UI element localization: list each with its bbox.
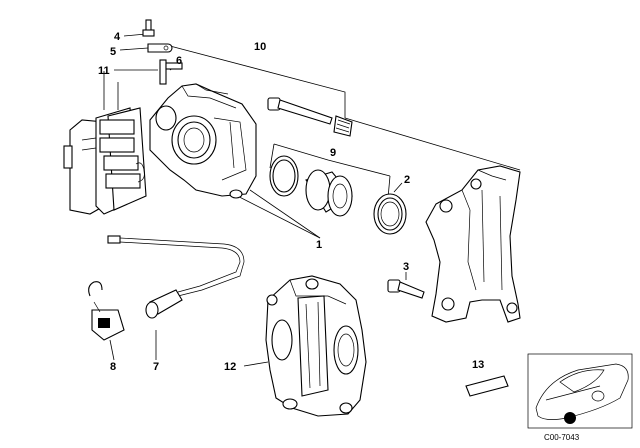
- wheel-position-marker: [564, 412, 576, 424]
- reference-code: C00-7043: [544, 433, 580, 442]
- carrier-bolt: [387, 279, 425, 299]
- callout-labels: 4 5 6 10 11 9 2 1 3 8 7 12 13: [98, 31, 484, 373]
- callout-10: 10: [254, 41, 266, 53]
- lubricant-sachet: [465, 375, 509, 397]
- caliper-housing: [149, 83, 257, 199]
- wear-sensor-connector: [145, 289, 183, 319]
- dust-cap-part-5: [147, 43, 173, 53]
- callout-4: 4: [114, 31, 121, 43]
- guide-pin: [267, 97, 333, 125]
- callout-3: 3: [403, 261, 409, 273]
- vehicle-location-inset: [527, 353, 633, 429]
- callout-6: 6: [176, 55, 182, 67]
- guide-sleeve: [333, 115, 353, 137]
- caliper-carrier: [425, 165, 521, 323]
- piston-seal-ring: [269, 155, 299, 197]
- dust-boot: [373, 193, 407, 235]
- brake-pad-set: [63, 107, 147, 215]
- callout-9: 9: [330, 147, 336, 159]
- callout-1: 1: [316, 239, 322, 251]
- callout-8: 8: [110, 361, 116, 373]
- callout-5: 5: [110, 46, 116, 58]
- callout-7: 7: [153, 361, 159, 373]
- caliper-assembly: [265, 275, 367, 417]
- callout-13: 13: [472, 359, 484, 371]
- caliper-piston: [305, 169, 353, 217]
- callout-2: 2: [404, 174, 410, 186]
- sensor-clip: [88, 281, 125, 341]
- guide-bolt-part-11: [159, 59, 183, 85]
- callout-11: 11: [98, 65, 110, 77]
- callout-12: 12: [224, 361, 236, 373]
- bleeder-screw-part-4: [142, 19, 155, 37]
- wear-sensor-wire: [107, 235, 245, 297]
